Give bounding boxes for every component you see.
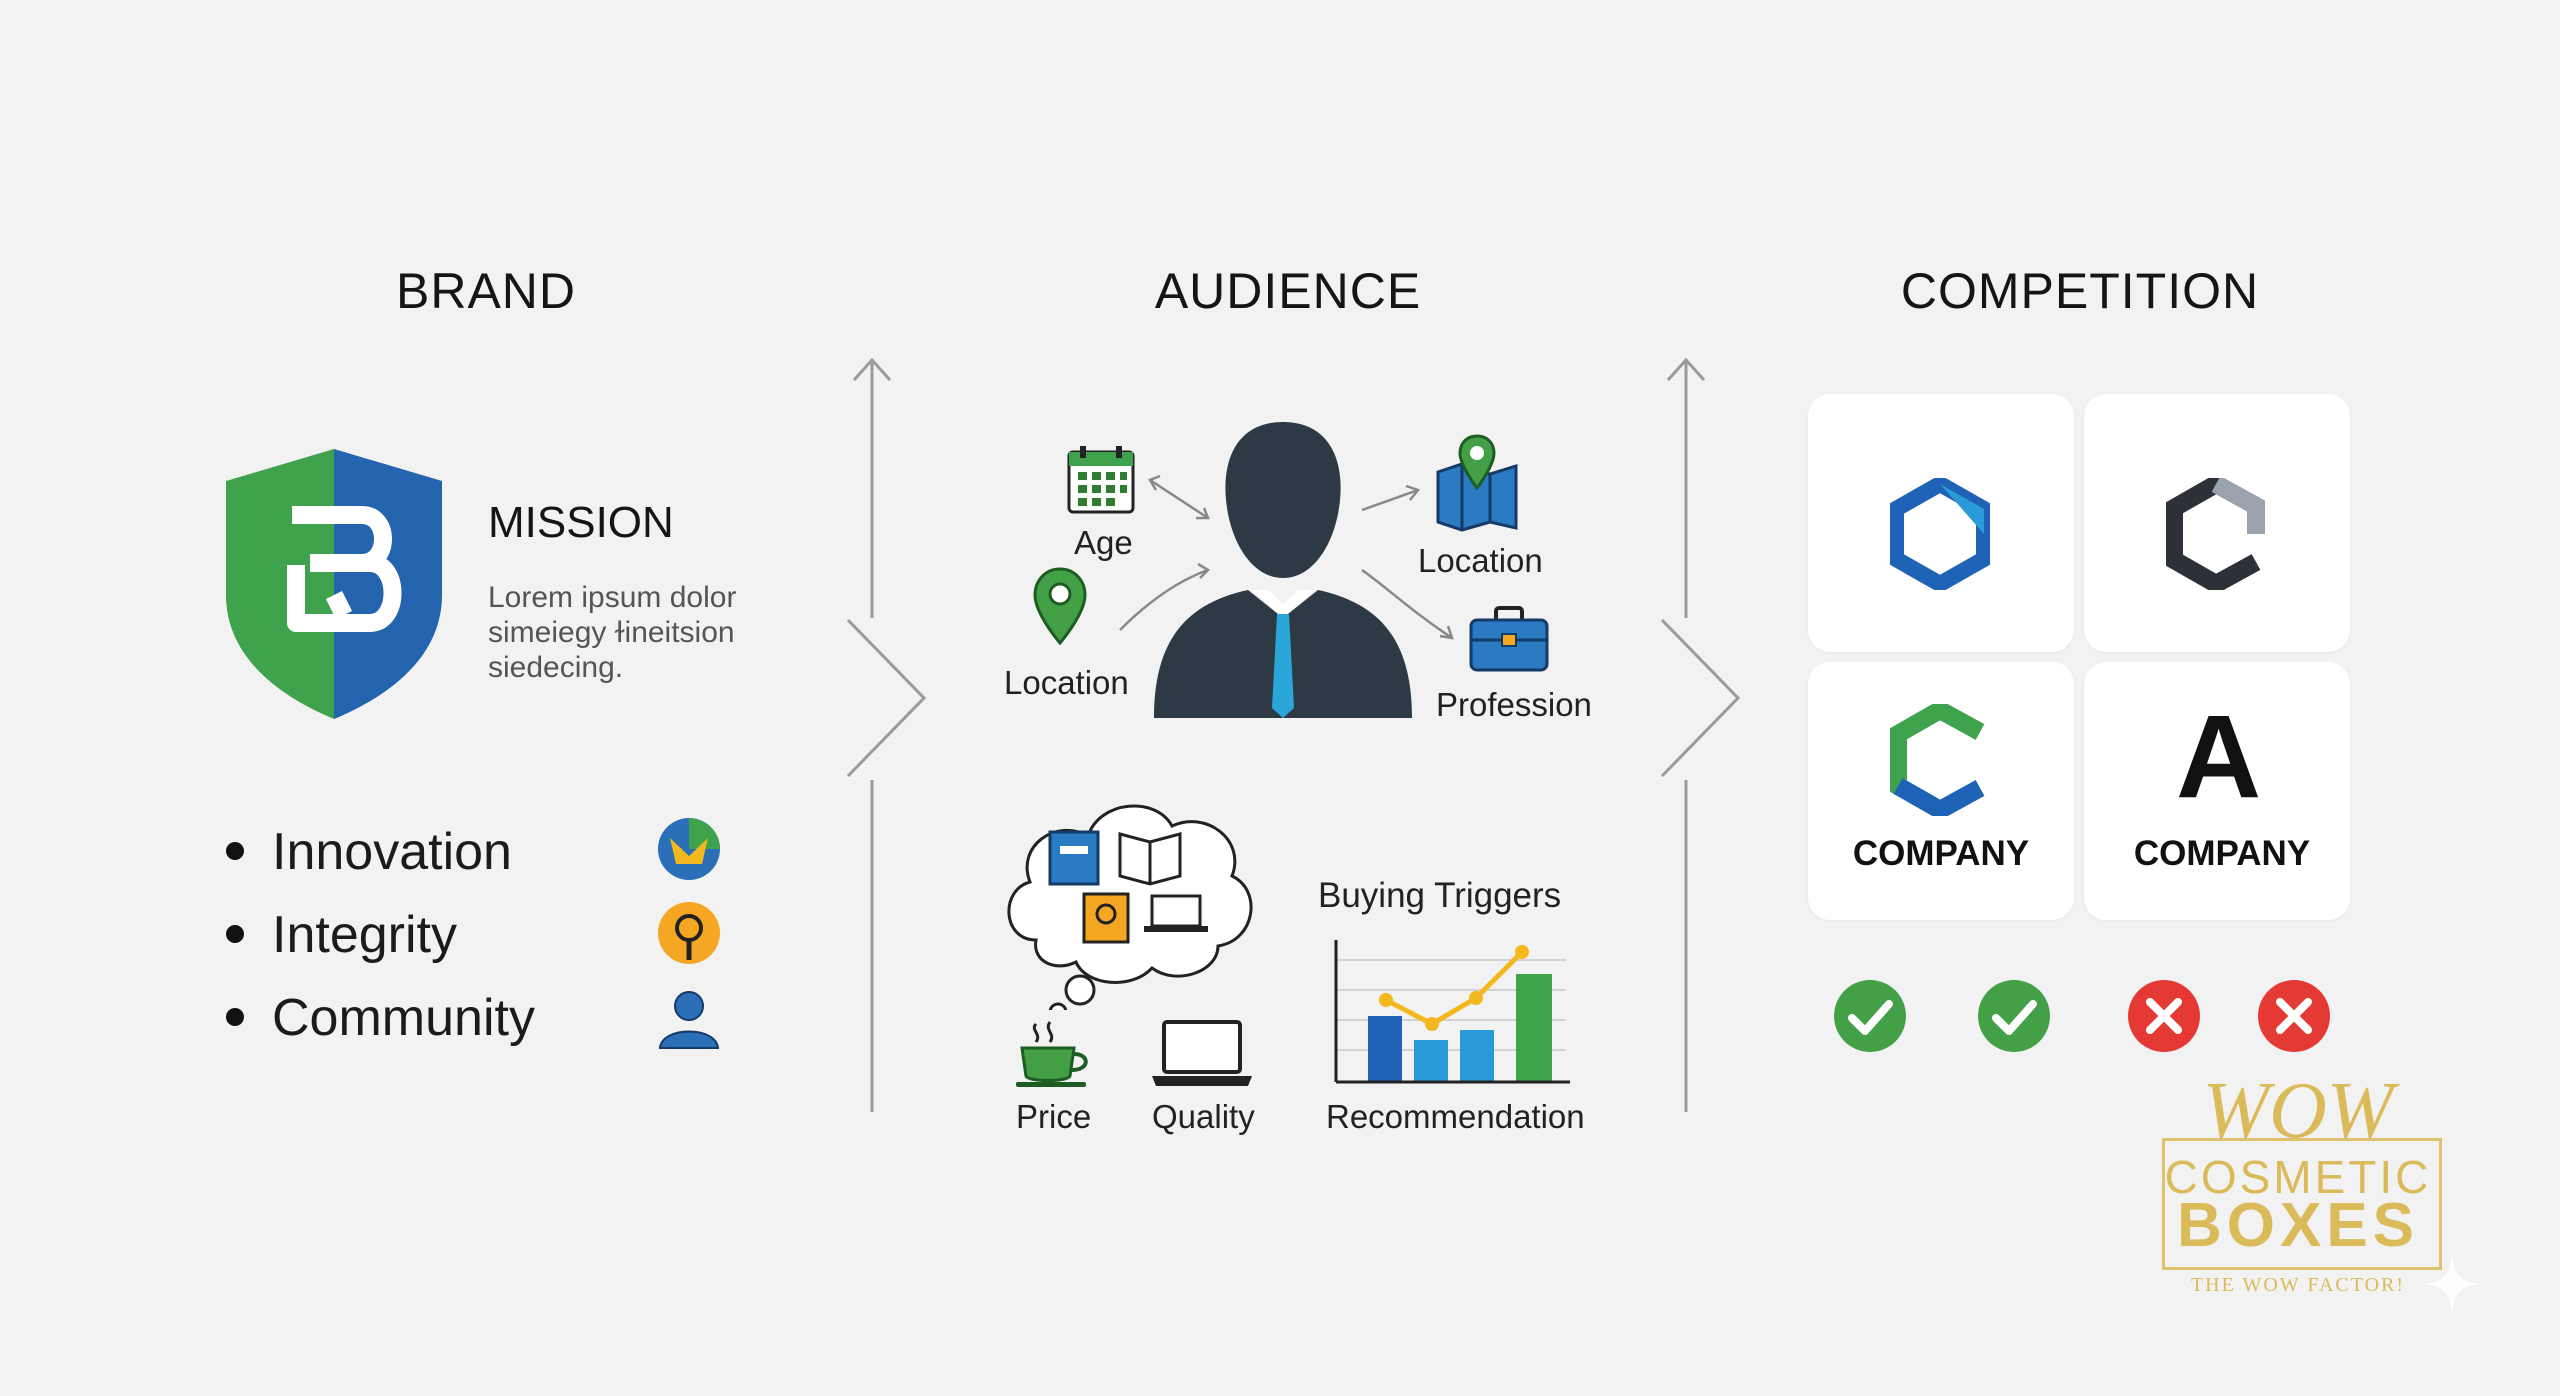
price-label: Price <box>1016 1098 1092 1135</box>
watermark-wow: WOW <box>2202 1067 2394 1155</box>
watermark-cosmetic: COSMETIC <box>2164 1151 2432 1203</box>
company-label-2: COMPANY <box>2133 834 2311 873</box>
value-community: Community <box>226 988 535 1048</box>
watermark-frame <box>2162 1138 2442 1270</box>
brand-title: BRAND <box>395 263 577 319</box>
audience-connectors <box>1119 474 1454 640</box>
buying-triggers-chart <box>1334 940 1570 1084</box>
separator-right <box>1660 357 1741 1112</box>
competition-title: COMPETITION <box>1900 263 2260 319</box>
mission-title: MISSION <box>488 498 674 547</box>
profession-label: Profession <box>1436 686 1592 723</box>
a-logo-icon: A <box>2176 691 2262 823</box>
audience-title: AUDIENCE <box>1154 263 1422 319</box>
briefcase-icon <box>1469 606 1549 672</box>
age-label: Age <box>1074 524 1133 561</box>
value-innovation: Innovation <box>226 822 512 882</box>
cross-icon-1 <box>2128 980 2200 1052</box>
innovation-icon <box>658 818 720 880</box>
quality-label: Quality <box>1152 1098 1255 1135</box>
community-icon <box>658 991 720 1049</box>
c-logo-green-icon <box>1890 704 1985 816</box>
company-label-1: COMPANY <box>1852 834 2030 873</box>
location-left-label: Location <box>1004 664 1129 701</box>
mission-text: Lorem ipsum dolor simeiegy ɫineitsion si… <box>488 581 737 684</box>
separator-left <box>846 357 927 1112</box>
check-icon-1 <box>1834 980 1906 1052</box>
buying-triggers-title: Buying Triggers <box>1318 876 1562 915</box>
audience-person-icon <box>1154 422 1412 718</box>
integrity-icon <box>658 902 720 964</box>
value-integrity: Integrity <box>226 905 457 965</box>
competitor-card-4 <box>2084 662 2350 920</box>
c-logo-dark-icon <box>2166 478 2265 590</box>
hexagon-logo-icon <box>1890 478 1990 590</box>
calendar-icon <box>1067 446 1135 514</box>
brand-shield-logo <box>226 449 442 719</box>
laptop-icon <box>1152 1020 1252 1086</box>
watermark-boxes: BOXES <box>2176 1191 2420 1260</box>
coffee-cup-icon <box>1016 1021 1088 1087</box>
recommendation-label: Recommendation <box>1326 1098 1585 1135</box>
sparkle-icon <box>2422 1254 2482 1314</box>
competitor-card-2 <box>2084 394 2350 652</box>
check-icon-2 <box>1978 980 2050 1052</box>
thought-cloud-icon <box>1007 804 1253 1010</box>
location-right-label: Location <box>1418 542 1543 579</box>
competitor-card-1 <box>1808 394 2074 652</box>
location-pin-icon <box>1033 567 1087 646</box>
map-icon <box>1436 434 1518 532</box>
watermark-tagline: THE WOW FACTOR! <box>2190 1274 2406 1296</box>
cross-icon-2 <box>2258 980 2330 1052</box>
